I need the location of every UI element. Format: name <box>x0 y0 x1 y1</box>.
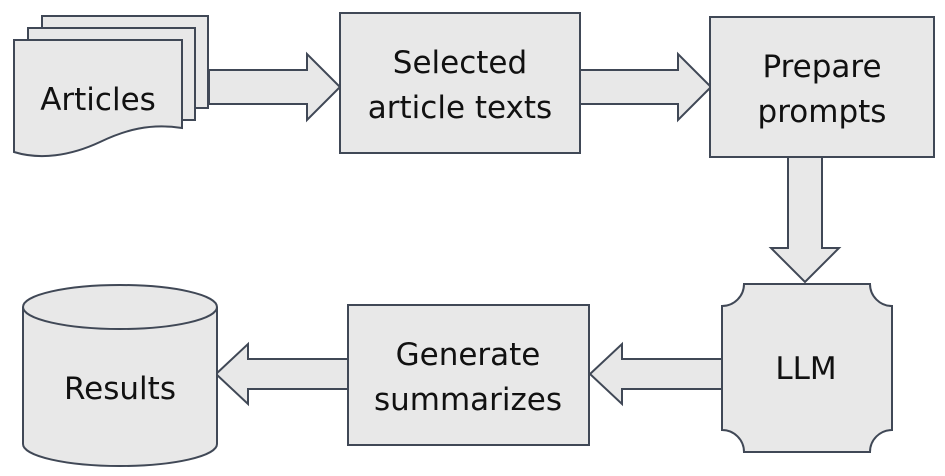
generate-summarizes-node: Generate summarizes <box>347 304 590 446</box>
arrow-prepare-to-llm <box>768 156 842 284</box>
arrow-generate-to-results <box>214 341 349 407</box>
generate-summarizes-line1: Generate <box>396 337 541 373</box>
arrow-selected-to-prepare <box>579 51 713 123</box>
database-cylinder-top <box>22 306 218 330</box>
llm-label: LLM <box>775 351 836 387</box>
prepare-prompts-line2: prompts <box>758 94 887 130</box>
arrow-llm-to-generate <box>588 341 723 407</box>
selected-texts-box <box>339 12 581 154</box>
prepare-prompts-box <box>709 16 935 158</box>
articles-label: Articles <box>40 82 156 118</box>
results-node: Results <box>22 284 218 467</box>
generate-summarizes-line2: summarizes <box>374 382 562 418</box>
selected-texts-node: Selected article texts <box>339 12 581 154</box>
selected-texts-line1: Selected <box>393 45 527 81</box>
selected-texts-line2: article texts <box>368 90 552 126</box>
database-cylinder-icon <box>22 284 218 467</box>
llm-box <box>721 283 893 453</box>
results-label: Results <box>64 371 176 407</box>
generate-summarizes-box <box>347 304 590 446</box>
arrow-articles-to-selected <box>208 51 342 123</box>
articles-node: Articles <box>13 15 209 158</box>
llm-node: LLM <box>721 283 893 453</box>
prepare-prompts-line1: Prepare <box>762 49 881 85</box>
document-front-icon <box>13 39 183 158</box>
prepare-prompts-node: Prepare prompts <box>709 16 935 158</box>
